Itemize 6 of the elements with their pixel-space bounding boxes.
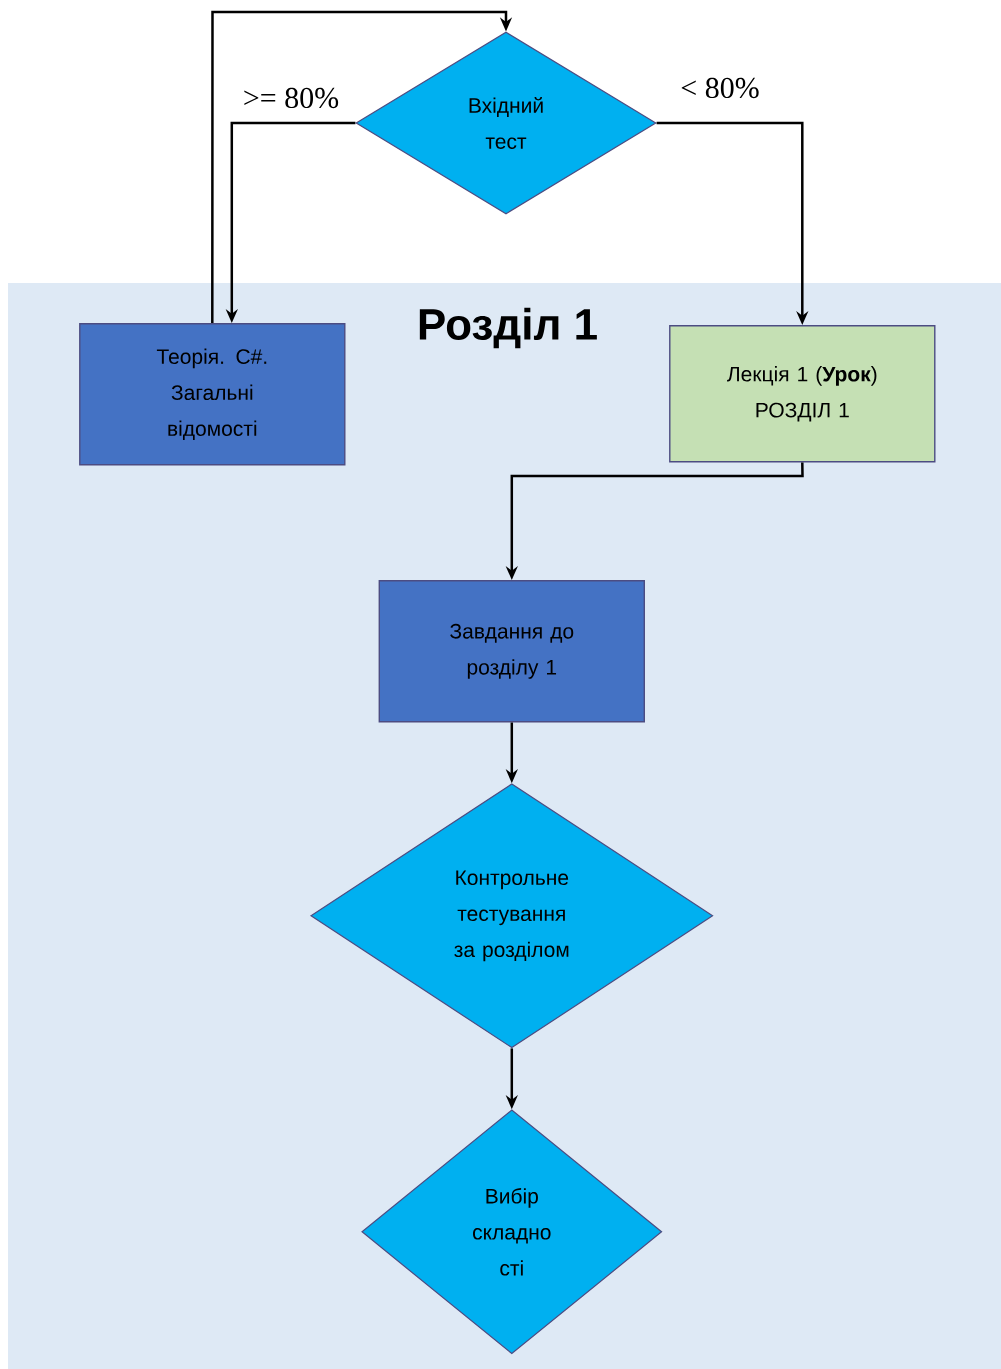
process-box: Завдання до розділу 1 [378, 580, 645, 723]
edge-label: < 80% [679, 76, 761, 100]
arrow [211, 10, 513, 324]
process-box: Теорія. C#. Загальні відомості [79, 323, 346, 466]
process-box: Лекція 1 (Урок) РОЗДІЛ 1 [669, 325, 936, 463]
edge-label: >= 80% [241, 86, 341, 110]
